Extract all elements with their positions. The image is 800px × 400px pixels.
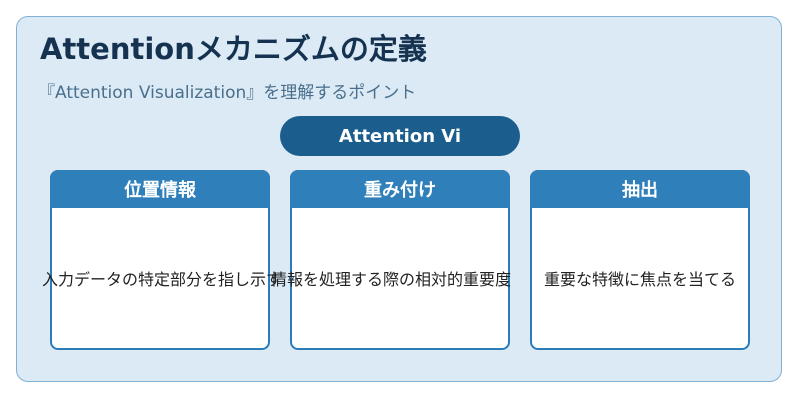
page-subtitle: 『Attention Visualization』を理解するポイント (38, 83, 417, 103)
card-position-info: 位置情報 入力データの特定部分を指し示す (42, 170, 282, 350)
card-title: 抽出 (622, 180, 658, 201)
card-body: 情報を処理する際の相対的重要度 (271, 208, 511, 348)
card-header: 重み付け (290, 170, 510, 208)
card-title: 重み付け (364, 180, 436, 201)
card-extraction: 抽出 重要な特徴に焦点を当てる (530, 170, 750, 350)
card-title: 位置情報 (124, 180, 196, 201)
card-text: 情報を処理する際の相対的重要度 (271, 270, 512, 289)
card-header: 抽出 (530, 170, 750, 208)
center-label-text: Attention Vi (338, 125, 462, 147)
card-text: 入力データの特定部分を指し示す (42, 270, 283, 289)
card-body: 入力データの特定部分を指し示す (42, 208, 282, 348)
page-title: Attentionメカニズムの定義 (40, 32, 427, 66)
card-weighting: 重み付け 情報を処理する際の相対的重要度 (271, 170, 511, 350)
card-header: 位置情報 (50, 170, 270, 208)
card-body: 重要な特徴に焦点を当てる (532, 208, 748, 348)
center-label-pill: Attention Vi (280, 116, 520, 156)
card-text: 重要な特徴に焦点を当てる (543, 270, 736, 289)
